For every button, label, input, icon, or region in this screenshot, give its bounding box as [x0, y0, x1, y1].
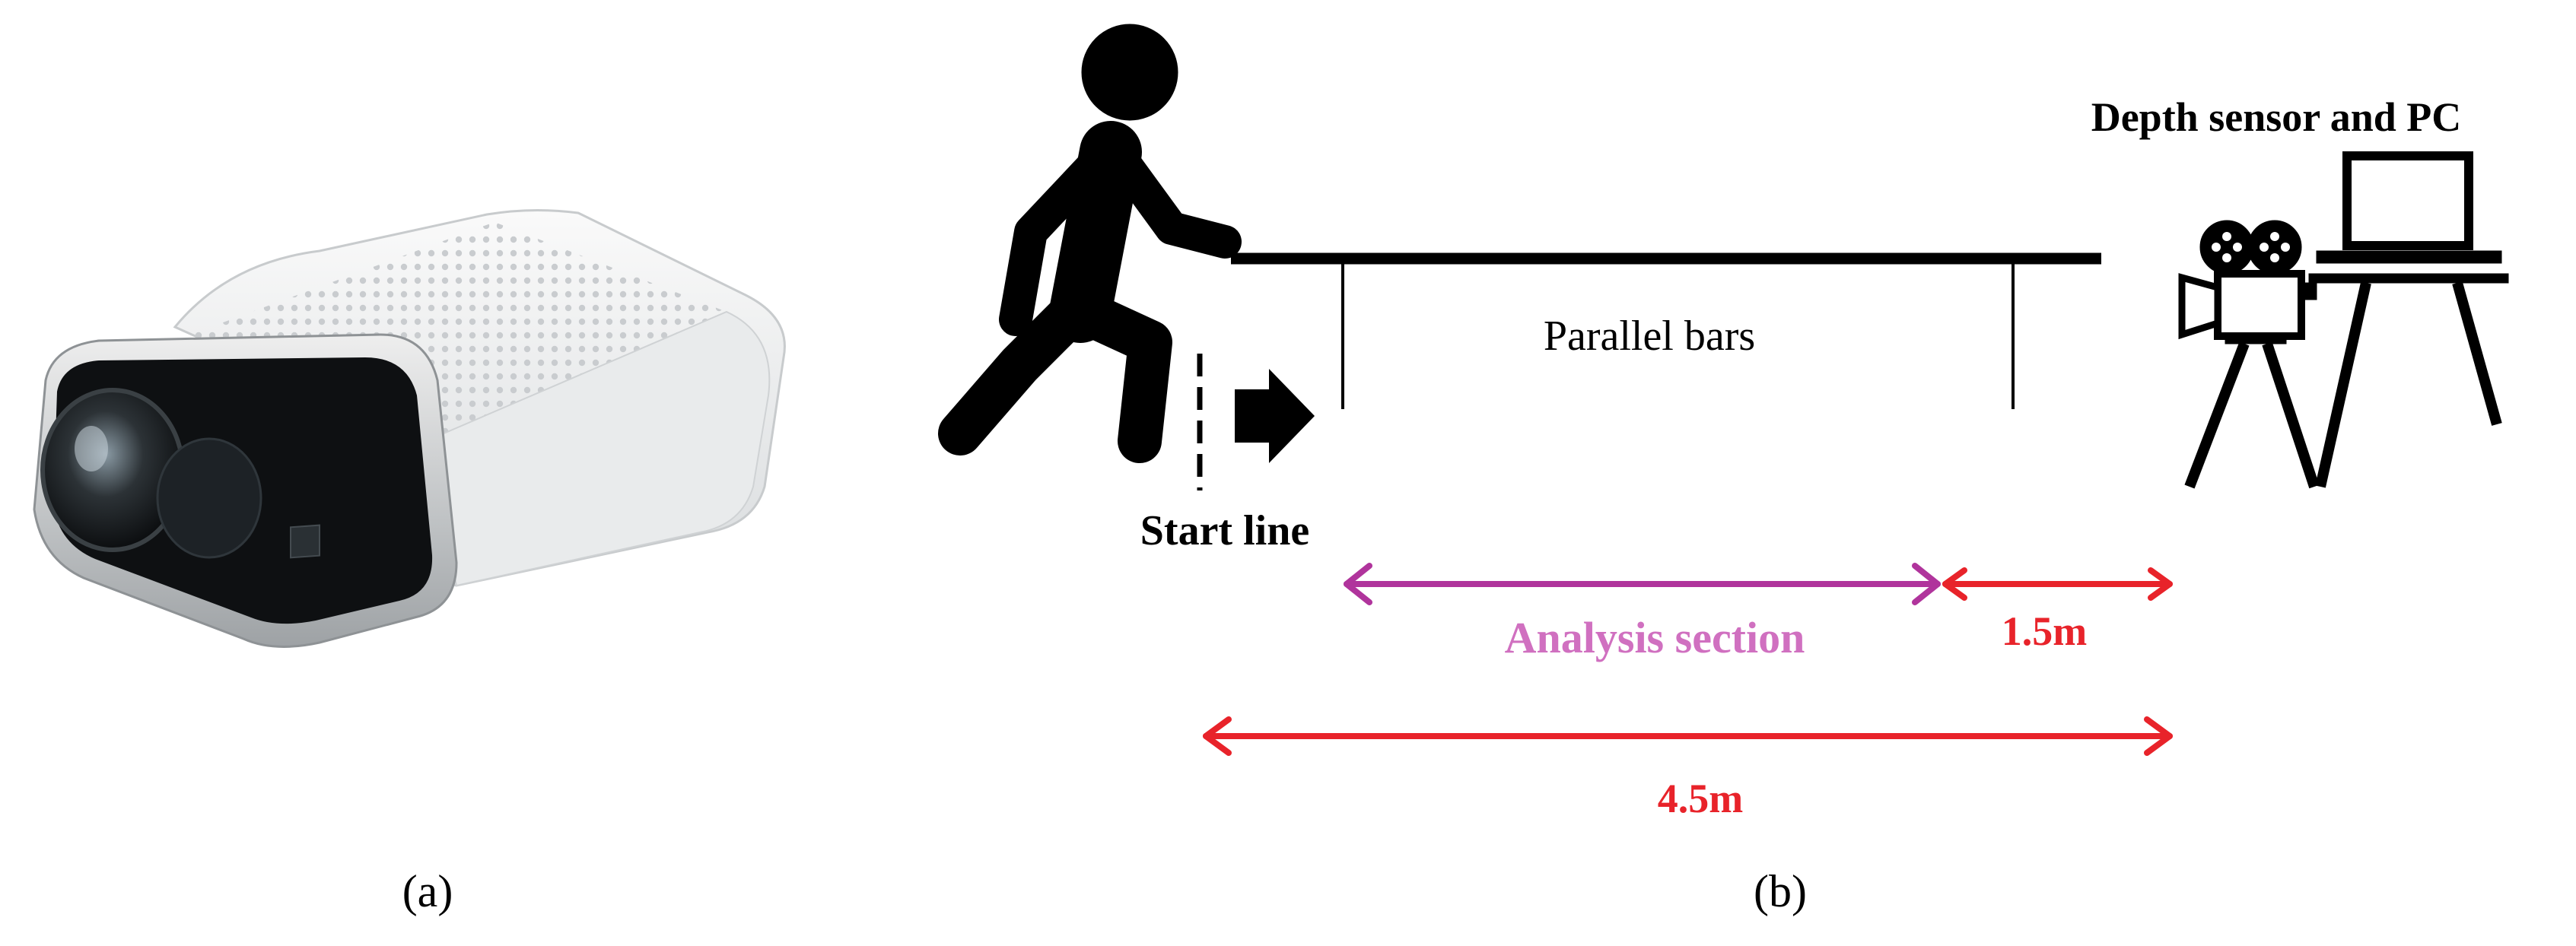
parallel-bars	[1231, 252, 2101, 409]
analysis-section-label: Analysis section	[1505, 613, 1805, 662]
panel-b-caption: (b)	[1754, 866, 1807, 916]
distance-short-arrow	[1942, 567, 2173, 601]
lens-highlight	[75, 426, 108, 471]
camera-lens	[40, 388, 185, 552]
camera-side	[425, 310, 771, 587]
walking-person-icon	[938, 24, 1242, 463]
panel-a-caption: (a)	[402, 866, 453, 916]
laptop-desk-icon	[2308, 151, 2509, 488]
parallel-bars-label: Parallel bars	[1544, 313, 1755, 360]
small-sensor	[290, 524, 320, 559]
distance-total-label: 4.5m	[1658, 776, 1744, 821]
walking-direction-arrow	[1235, 369, 1315, 463]
start-line-label: Start line	[1140, 507, 1309, 554]
depth-camera-image	[33, 208, 786, 648]
video-camera-icon	[2178, 220, 2320, 489]
distance-short-label: 1.5m	[2002, 608, 2088, 654]
analysis-section-arrow	[1344, 563, 1941, 605]
ir-sensor-window	[156, 437, 262, 559]
depth-sensor-label: Depth sensor and PC	[2091, 94, 2462, 140]
distance-total-arrow	[1203, 716, 2173, 756]
